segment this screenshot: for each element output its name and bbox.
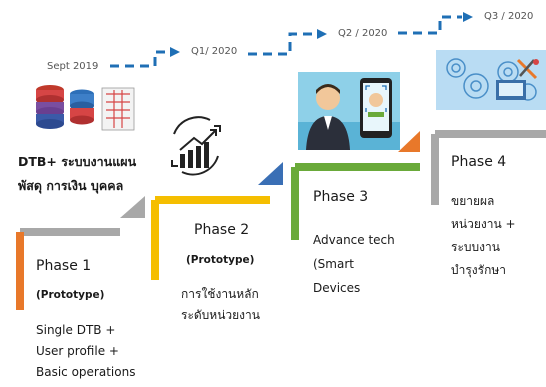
timeline-arrowhead-2 (317, 29, 327, 39)
phase-3-desc-line-3: Devices (313, 281, 361, 295)
timeline-arrowhead-1 (170, 47, 180, 57)
phase-1-description: Single DTB + User profile + Basic operat… (36, 320, 135, 383)
phase-2-title: Phase 2 (194, 222, 250, 238)
phase-1-desc-line-1: Single DTB + (36, 323, 116, 337)
smartphone-face-id-icon (298, 72, 400, 150)
phase-1-subtitle: (Prototype) (36, 289, 105, 301)
milestone-label-2: Q1/ 2020 (191, 46, 238, 57)
phase-3-title: Phase 3 (313, 189, 369, 205)
corner-triangle-orange (398, 131, 420, 152)
phase-4-title: Phase 4 (451, 154, 507, 170)
corner-triangle-gray (120, 196, 145, 218)
timeline-segment-1 (110, 50, 170, 68)
phase-3-desc-line-2: (Smart (313, 257, 354, 271)
database-icon (36, 85, 135, 131)
milestone-label-1: Sept 2019 (47, 61, 99, 72)
growth-chart-icon (171, 116, 221, 176)
phase-4-description: ขยายผล หน่วยงาน + ระบบงาน บำรุงรักษา (451, 190, 516, 282)
phase-2-subtitle: (Prototype) (186, 254, 255, 266)
db-label-line-2: พัสดุ การเงิน บุคคล (18, 178, 124, 193)
phase-4-desc-line-3: ระบบงาน (451, 240, 500, 254)
phase-1-title: Phase 1 (36, 258, 92, 274)
milestone-label-3: Q2 / 2020 (338, 28, 388, 39)
phase-2-description: การใช้งานหลัก ระดับหน่วยงาน (181, 284, 260, 326)
corner-triangle-blue (258, 162, 283, 185)
db-label-line-1: DTB+ ระบบงานแผน (18, 154, 137, 169)
phase-4-desc-line-2: หน่วยงาน + (451, 217, 516, 231)
timeline-arrowhead-3 (463, 12, 473, 22)
phase-3-desc-line-1: Advance tech (313, 233, 395, 247)
phase-2-desc-line-1: การใช้งานหลัก (181, 287, 259, 301)
phase-4-desc-line-1: ขยายผล (451, 194, 495, 208)
phase-1-desc-line-3: Basic operations (36, 365, 136, 379)
phase-3-description: Advance tech (Smart Devices (313, 228, 395, 300)
timeline-segment-2 (248, 32, 315, 56)
timeline-segment-3 (398, 15, 462, 35)
milestone-label-4: Q3 / 2020 (484, 11, 534, 22)
phase-2-desc-line-2: ระดับหน่วยงาน (181, 308, 260, 322)
phase-4-desc-line-4: บำรุงรักษา (451, 263, 507, 277)
phase-1-desc-line-2: User profile + (36, 344, 119, 358)
gears-icon (436, 50, 546, 110)
